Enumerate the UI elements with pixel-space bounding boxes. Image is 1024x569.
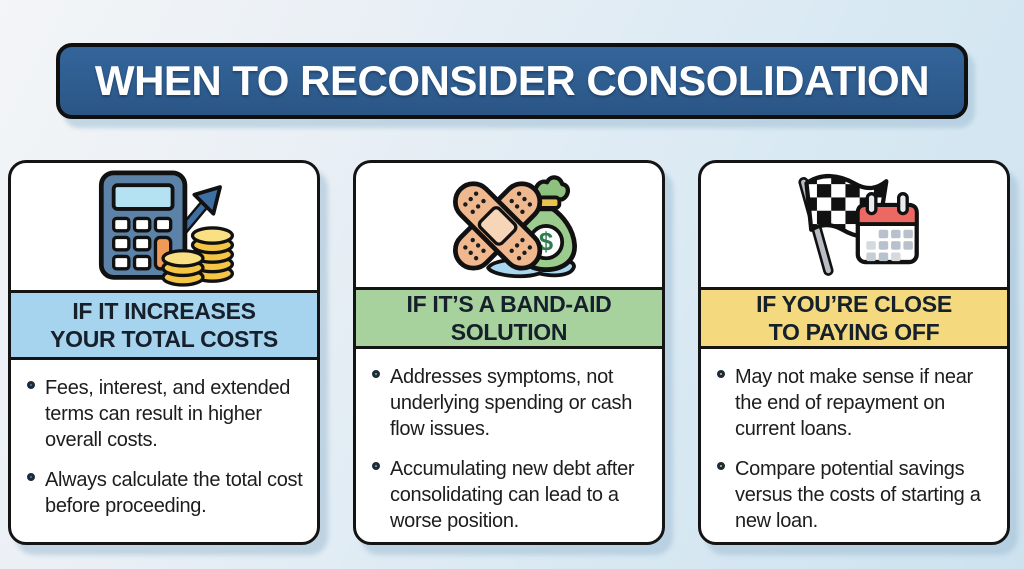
- card-close-to-paying-off: IF YOU’RE CLOSE TO PAYING OFF May not ma…: [698, 160, 1010, 545]
- card-icon-area: [701, 163, 1007, 287]
- card-body: May not make sense if near the end of re…: [701, 349, 1007, 542]
- card-header: IF YOU’RE CLOSE TO PAYING OFF: [701, 287, 1007, 349]
- bullet-text: Accumulating new debt after consolidatin…: [390, 458, 635, 532]
- list-item: Always calculate the total cost before p…: [27, 467, 307, 519]
- list-item: Addresses symptoms, not underlying spend…: [372, 364, 652, 442]
- title-banner: WHEN TO RECONSIDER CONSOLIDATION: [56, 43, 968, 119]
- card-title-line: IF IT’S A BAND-AID: [406, 291, 612, 317]
- card-band-aid-solution: $: [353, 160, 665, 545]
- bullet-text: Addresses symptoms, not underlying spend…: [390, 366, 633, 440]
- checkered-flag-calendar-icon: [798, 173, 919, 276]
- card-title-line: TO PAYING OFF: [768, 319, 940, 345]
- list-item: Compare potential savings versus the cos…: [717, 456, 997, 534]
- card-body: Addresses symptoms, not underlying spend…: [356, 349, 662, 542]
- bullet-text: May not make sense if near the end of re…: [735, 366, 973, 440]
- bullet-dot: [27, 473, 35, 481]
- page-title: WHEN TO RECONSIDER CONSOLIDATION: [94, 57, 930, 104]
- list-item: Fees, interest, and extended terms can r…: [27, 375, 307, 453]
- card-header: IF IT INCREASES YOUR TOTAL COSTS: [11, 290, 317, 360]
- card-title-line: YOUR TOTAL COSTS: [50, 326, 278, 352]
- bandaid-moneybag-icon: $: [452, 175, 577, 279]
- bullet-dot: [717, 370, 725, 378]
- bullet-dot: [372, 370, 380, 378]
- card-icon-area: $: [356, 163, 662, 287]
- card-title-line: IF IT INCREASES: [72, 298, 256, 324]
- bullet-dot: [717, 462, 725, 470]
- card-title-line: SOLUTION: [450, 319, 568, 345]
- svg-text:$: $: [539, 229, 553, 257]
- card-increases-total-costs: IF IT INCREASES YOUR TOTAL COSTS Fees, i…: [8, 160, 320, 545]
- bullet-text: Fees, interest, and extended terms can r…: [45, 377, 291, 451]
- card-title-line: IF YOU’RE CLOSE: [756, 291, 952, 317]
- list-item: May not make sense if near the end of re…: [717, 364, 997, 442]
- bullet-dot: [27, 381, 35, 389]
- bullet-text: Always calculate the total cost before p…: [45, 469, 303, 517]
- card-icon-area: [11, 163, 317, 290]
- bullet-dot: [372, 462, 380, 470]
- card-header: IF IT’S A BAND-AID SOLUTION: [356, 287, 662, 349]
- calculator-coins-trend-icon: [98, 169, 235, 287]
- card-body: Fees, interest, and extended terms can r…: [11, 360, 317, 542]
- list-item: Accumulating new debt after consolidatin…: [372, 456, 652, 534]
- bullet-text: Compare potential savings versus the cos…: [735, 458, 981, 532]
